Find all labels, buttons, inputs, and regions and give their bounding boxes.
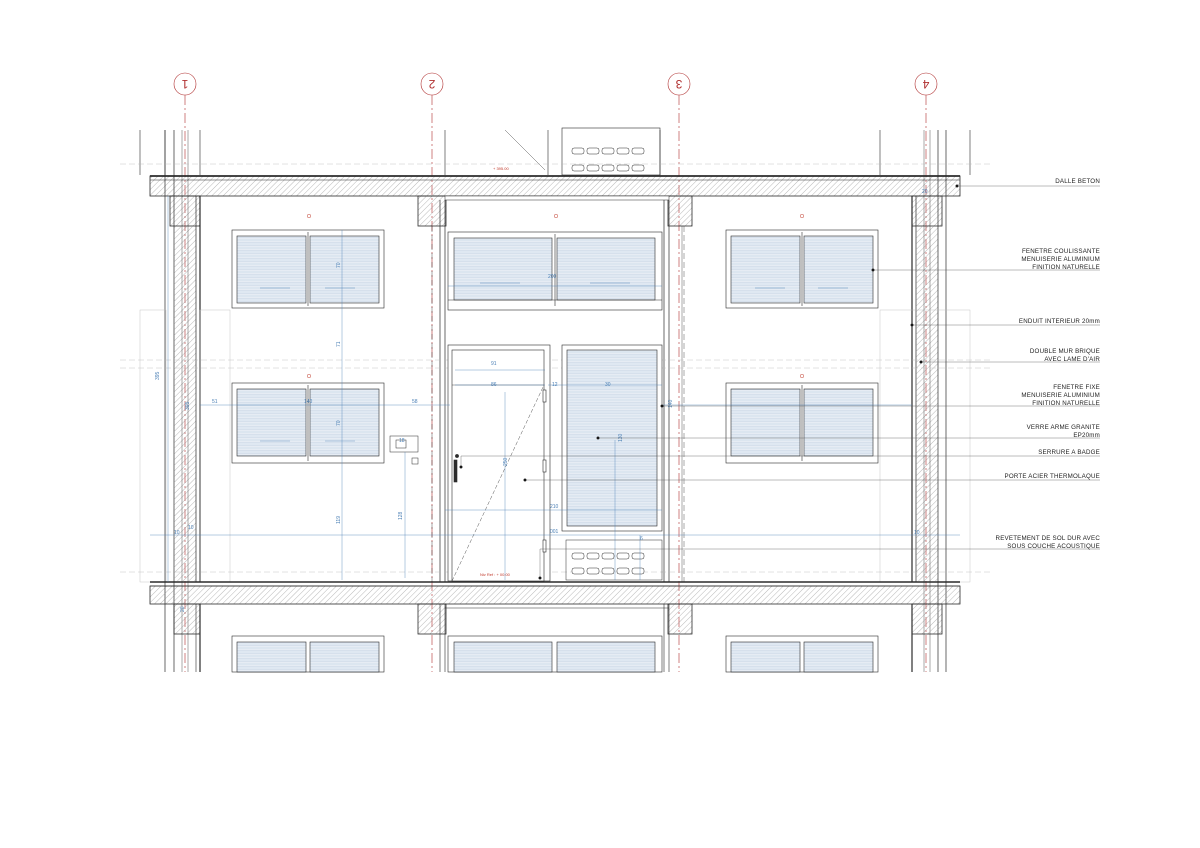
grid-bubble-4 bbox=[914, 72, 938, 96]
lower-floor bbox=[195, 604, 913, 673]
callout-double-mur-2: AVEC LAME D'AIR bbox=[1044, 356, 1100, 363]
dim-51: 51 bbox=[212, 399, 218, 405]
callout-double-mur-1: DOUBLE MUR BRIQUE bbox=[1030, 348, 1100, 355]
level-floor: Niv Ref : + 00.00 bbox=[480, 572, 511, 577]
stair-steps-top bbox=[571, 147, 645, 172]
callout-verre-arme-1: VERRE ARME GRANITE bbox=[1027, 424, 1100, 431]
dim-right-window: 140 bbox=[668, 399, 674, 408]
callout-labels: DALLE BETON FENETRE COULISSANTE MENUISER… bbox=[996, 178, 1101, 550]
grid-label-2: 2 bbox=[428, 77, 435, 91]
grid-label-4: 4 bbox=[922, 77, 929, 91]
window-mid-right bbox=[725, 382, 879, 464]
grid-labels: 1 2 3 4 bbox=[181, 77, 929, 91]
dim-glass-bottom: 6 bbox=[640, 536, 643, 542]
height-markers bbox=[306, 213, 805, 379]
dim-12: 12 bbox=[552, 382, 558, 388]
dim-30: 30 bbox=[605, 382, 611, 388]
dim-140: 140 bbox=[304, 399, 313, 405]
callout-leaders bbox=[459, 184, 1100, 580]
callout-fenetre-fixe-3: FINITION NATURELLE bbox=[1032, 400, 1100, 407]
grid-label-3: 3 bbox=[675, 77, 682, 91]
dim-58: 58 bbox=[412, 399, 418, 405]
callout-fenetre-fixe-1: FENETRE FIXE bbox=[1053, 384, 1100, 391]
dim-70: 70 bbox=[336, 262, 342, 268]
dim-slab-left: 10 bbox=[174, 530, 180, 536]
dim-slab-right: 10 bbox=[914, 530, 920, 536]
dim-71: 71 bbox=[336, 341, 342, 347]
dim-slab-thickness: 20 bbox=[922, 189, 928, 195]
upper-floor bbox=[139, 127, 971, 176]
level-top: + 395.00 bbox=[493, 166, 509, 171]
callout-revetement-2: SOUS COUCHE ACOUSTIQUE bbox=[1007, 543, 1100, 550]
badge-reader bbox=[389, 435, 419, 465]
dim-91: 91 bbox=[491, 361, 497, 367]
grid-bubble-1 bbox=[173, 72, 197, 96]
callout-enduit-interieur: ENDUIT INTERIEUR 20mm bbox=[1019, 318, 1100, 325]
dim-250: 250 bbox=[503, 457, 509, 466]
window-top-right bbox=[725, 229, 879, 309]
callout-fenetre-coulissante-1: FENETRE COULISSANTE bbox=[1022, 248, 1100, 255]
dim-119: 119 bbox=[336, 516, 342, 524]
bottom-slab bbox=[149, 581, 961, 635]
steel-door bbox=[447, 344, 551, 582]
dim-floor-offset: 001 bbox=[550, 529, 559, 535]
callout-porte-acier: PORTE ACIER THERMOLAQUE bbox=[1005, 473, 1100, 480]
top-slab bbox=[149, 175, 961, 227]
reference-lines bbox=[120, 163, 990, 583]
callout-serrure-badge: SERRURE A BADGE bbox=[1038, 449, 1100, 456]
grid-bubble-3 bbox=[667, 72, 691, 96]
dim-200: 200 bbox=[548, 274, 557, 280]
callout-verre-arme-2: EP20mm bbox=[1073, 432, 1100, 439]
grid-bubble-2 bbox=[420, 72, 444, 96]
callout-revetement-1: REVETEMENT DE SOL DUR AVEC bbox=[996, 535, 1101, 542]
callout-fenetre-coulissante-2: MENUISERIE ALUMINIUM bbox=[1021, 256, 1100, 263]
window-top-middle bbox=[447, 231, 663, 311]
door-handle bbox=[455, 454, 459, 458]
dim-slab-mid: 10 bbox=[188, 525, 194, 531]
callout-fenetre-fixe-2: MENUISERIE ALUMINIUM bbox=[1021, 392, 1100, 399]
beam-4 bbox=[911, 195, 943, 227]
dim-86: 86 bbox=[491, 382, 497, 388]
beam-1 bbox=[169, 195, 201, 227]
beam-3 bbox=[667, 195, 693, 227]
dim-70-lower: 70 bbox=[336, 420, 342, 426]
callout-dalle-beton: DALLE BETON bbox=[1055, 178, 1100, 185]
dim-130: 130 bbox=[618, 433, 624, 442]
dimension-labels: 70 200 395 395 71 91 86 12 30 51 140 58 … bbox=[155, 166, 928, 612]
dim-bottom-left: 20 bbox=[180, 606, 186, 612]
dim-128: 128 bbox=[398, 511, 404, 520]
stair-steps-bottom bbox=[565, 539, 663, 581]
dim-210: 210 bbox=[550, 504, 559, 510]
dimension-lines bbox=[150, 196, 960, 582]
dim-395: 395 bbox=[155, 371, 161, 380]
window-mid-left bbox=[231, 382, 385, 464]
grid-label-1: 1 bbox=[181, 77, 188, 91]
dim-badge-w: 18 bbox=[399, 438, 405, 444]
dim-left-wall: 395 bbox=[185, 401, 191, 410]
window-top-left bbox=[231, 229, 385, 309]
callout-fenetre-coulissante-3: FINITION NATURELLE bbox=[1032, 264, 1100, 271]
beam-2 bbox=[417, 195, 447, 227]
